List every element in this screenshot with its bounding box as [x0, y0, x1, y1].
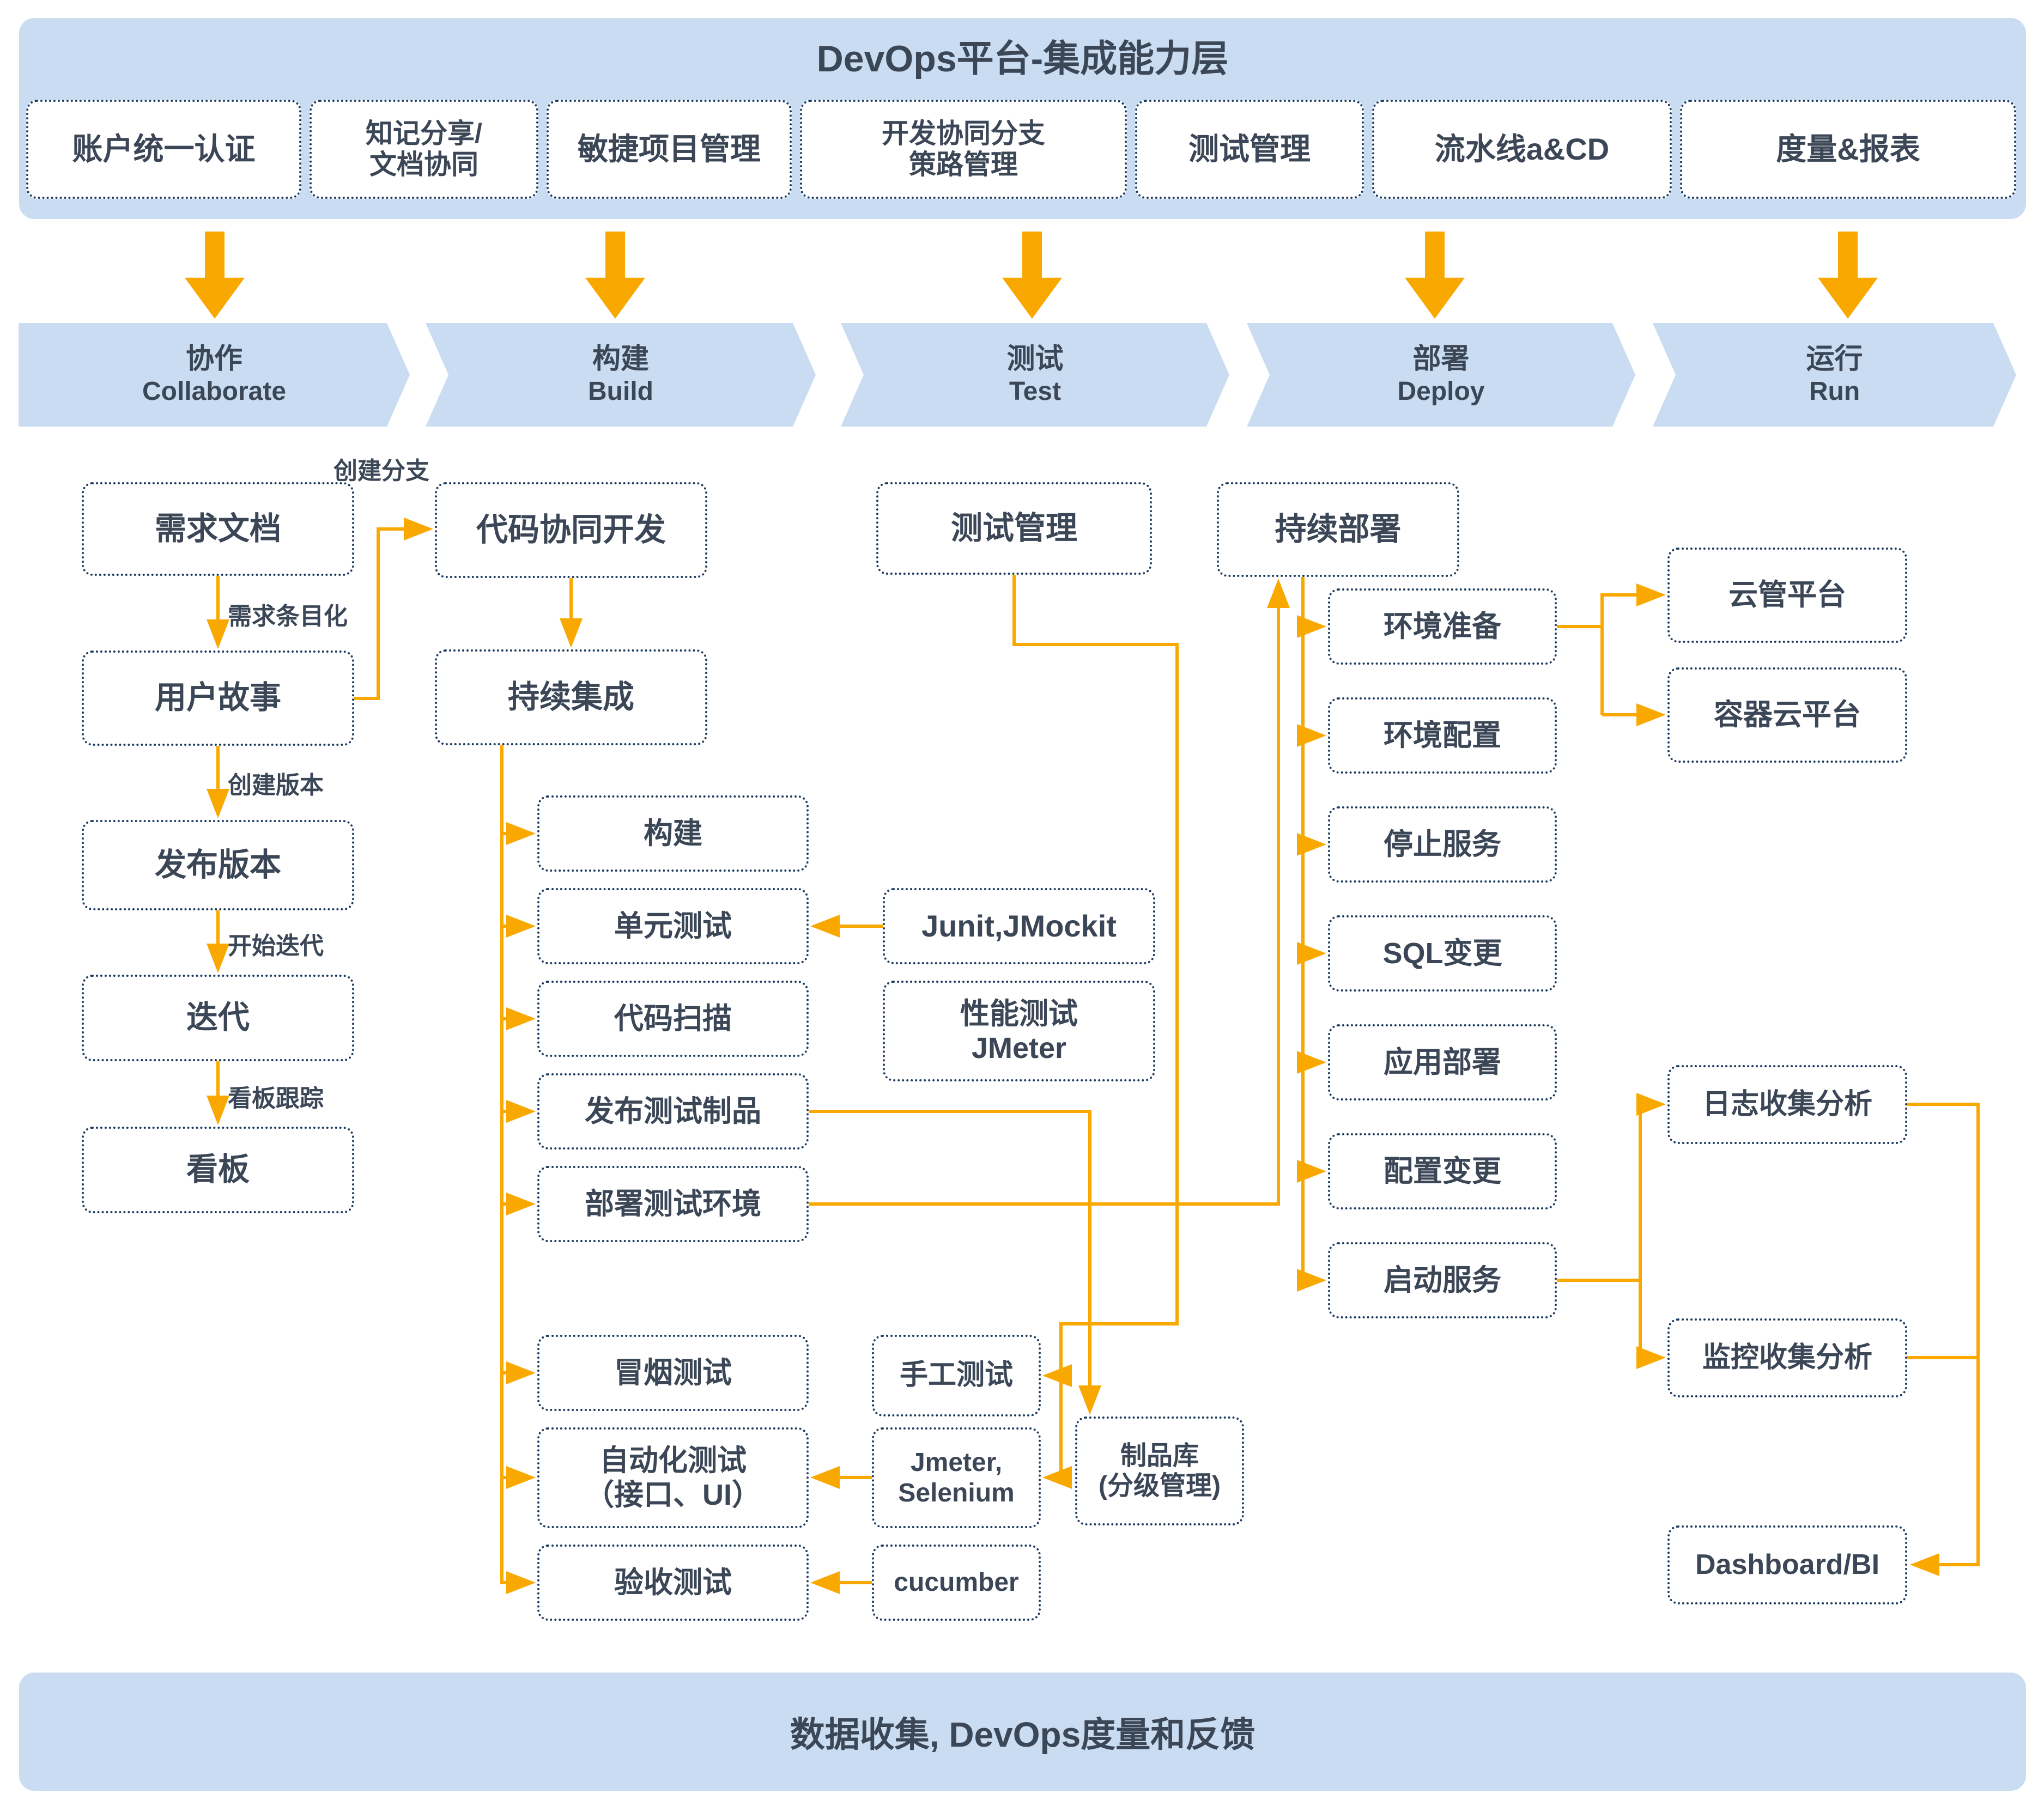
- node-config-change: 配置变更: [1328, 1133, 1557, 1209]
- down-arrow-icon: [1002, 232, 1062, 319]
- capability-account-auth: 账户统一认证: [26, 100, 301, 199]
- edge-label-start-iteration: 开始迭代: [228, 933, 324, 959]
- node-cucumber: cucumber: [872, 1545, 1041, 1621]
- node-iteration: 迭代: [82, 975, 354, 1061]
- node-code-scan: 代码扫描: [537, 981, 809, 1057]
- page-title: DevOps平台-集成能力层: [816, 38, 1229, 80]
- node-code-collab-dev: 代码协同开发: [435, 482, 707, 578]
- stage-label-en: Test: [1009, 377, 1062, 406]
- edge-label-create-version: 创建版本: [228, 772, 324, 799]
- node-requirement-doc: 需求文档: [82, 482, 354, 576]
- stage-build: 构建 Build: [426, 323, 816, 427]
- edge-label-kanban-track: 看板跟踪: [228, 1085, 324, 1112]
- capability-agile-pm: 敏捷项目管理: [547, 100, 792, 199]
- node-env-prepare: 环境准备: [1328, 588, 1557, 665]
- stage-label-zh: 运行: [1806, 343, 1863, 375]
- node-perf-test-jmeter: 性能测试 JMeter: [883, 981, 1155, 1081]
- stage-deploy: 部署 Deploy: [1247, 323, 1635, 427]
- node-build: 构建: [537, 795, 809, 872]
- stage-test: 测试 Test: [841, 323, 1229, 427]
- capability-test-mgmt: 测试管理: [1135, 100, 1364, 199]
- node-continuous-integration: 持续集成: [435, 649, 707, 745]
- node-sql-change: SQL变更: [1328, 915, 1557, 992]
- node-publish-test-artifact: 发布测试制品: [537, 1073, 809, 1150]
- node-container-cloud-platform: 容器云平台: [1667, 667, 1907, 763]
- node-acceptance-test: 验收测试: [537, 1545, 809, 1621]
- stage-label-en: Run: [1809, 377, 1860, 406]
- node-dashboard-bi: Dashboard/BI: [1667, 1525, 1907, 1604]
- capability-pipeline: 流水线a&CD: [1372, 100, 1672, 199]
- node-smoke-test: 冒烟测试: [537, 1335, 809, 1411]
- stage-label-zh: 部署: [1412, 343, 1470, 375]
- down-arrow-icon: [1405, 232, 1465, 319]
- footer-title: 数据收集, DevOps度量和反馈: [790, 1714, 1255, 1754]
- capability-metrics-report: 度量&报表: [1680, 100, 2016, 199]
- node-cloud-mgmt-platform: 云管平台: [1667, 548, 1907, 643]
- node-deploy-test-env: 部署测试环境: [537, 1166, 809, 1242]
- stage-collaborate: 协作 Collaborate: [19, 323, 410, 427]
- bottom-banner: 数据收集, DevOps度量和反馈: [19, 1673, 2026, 1791]
- stage-label-zh: 测试: [1006, 343, 1064, 375]
- node-kanban: 看板: [82, 1127, 354, 1213]
- node-user-story: 用户故事: [82, 650, 354, 746]
- node-unit-test: 单元测试: [537, 888, 809, 964]
- node-release-version: 发布版本: [82, 820, 354, 910]
- stage-label-en: Deploy: [1397, 377, 1485, 406]
- node-junit-jmockit: Junit,JMockit: [883, 888, 1155, 964]
- down-arrow-icon: [585, 232, 645, 319]
- node-log-collect-analysis: 日志收集分析: [1667, 1065, 1907, 1144]
- stage-run: 运行 Run: [1653, 323, 2016, 427]
- capability-knowledge-share: 知记分享/ 文档协同: [310, 100, 538, 199]
- node-stop-service: 停止服务: [1328, 806, 1557, 883]
- node-start-service: 启动服务: [1328, 1242, 1557, 1318]
- node-continuous-deploy: 持续部署: [1217, 482, 1459, 577]
- stage-label-en: Collaborate: [142, 377, 287, 406]
- edge-label-itemize: 需求条目化: [228, 603, 348, 630]
- stage-label-zh: 构建: [592, 343, 649, 375]
- node-monitor-collect-analysis: 监控收集分析: [1667, 1318, 1907, 1397]
- stage-label-zh: 协作: [185, 343, 242, 375]
- node-test-mgmt: 测试管理: [876, 482, 1152, 575]
- node-app-deploy: 应用部署: [1328, 1024, 1557, 1100]
- node-automated-test: 自动化测试 （接口、UI）: [537, 1427, 809, 1528]
- node-manual-test: 手工测试: [872, 1335, 1041, 1416]
- capability-branch-policy: 开发协同分支 策路管理: [800, 100, 1127, 199]
- down-arrow-icon: [1818, 232, 1878, 319]
- down-arrow-icon: [185, 232, 245, 319]
- stage-label-en: Build: [588, 377, 653, 406]
- node-artifact-repo: 制品库 (分级管理): [1075, 1416, 1244, 1525]
- node-jmeter-selenium: Jmeter, Selenium: [872, 1427, 1041, 1528]
- edge-label-create-branch: 创建分支: [333, 458, 429, 484]
- node-env-config: 环境配置: [1328, 697, 1557, 774]
